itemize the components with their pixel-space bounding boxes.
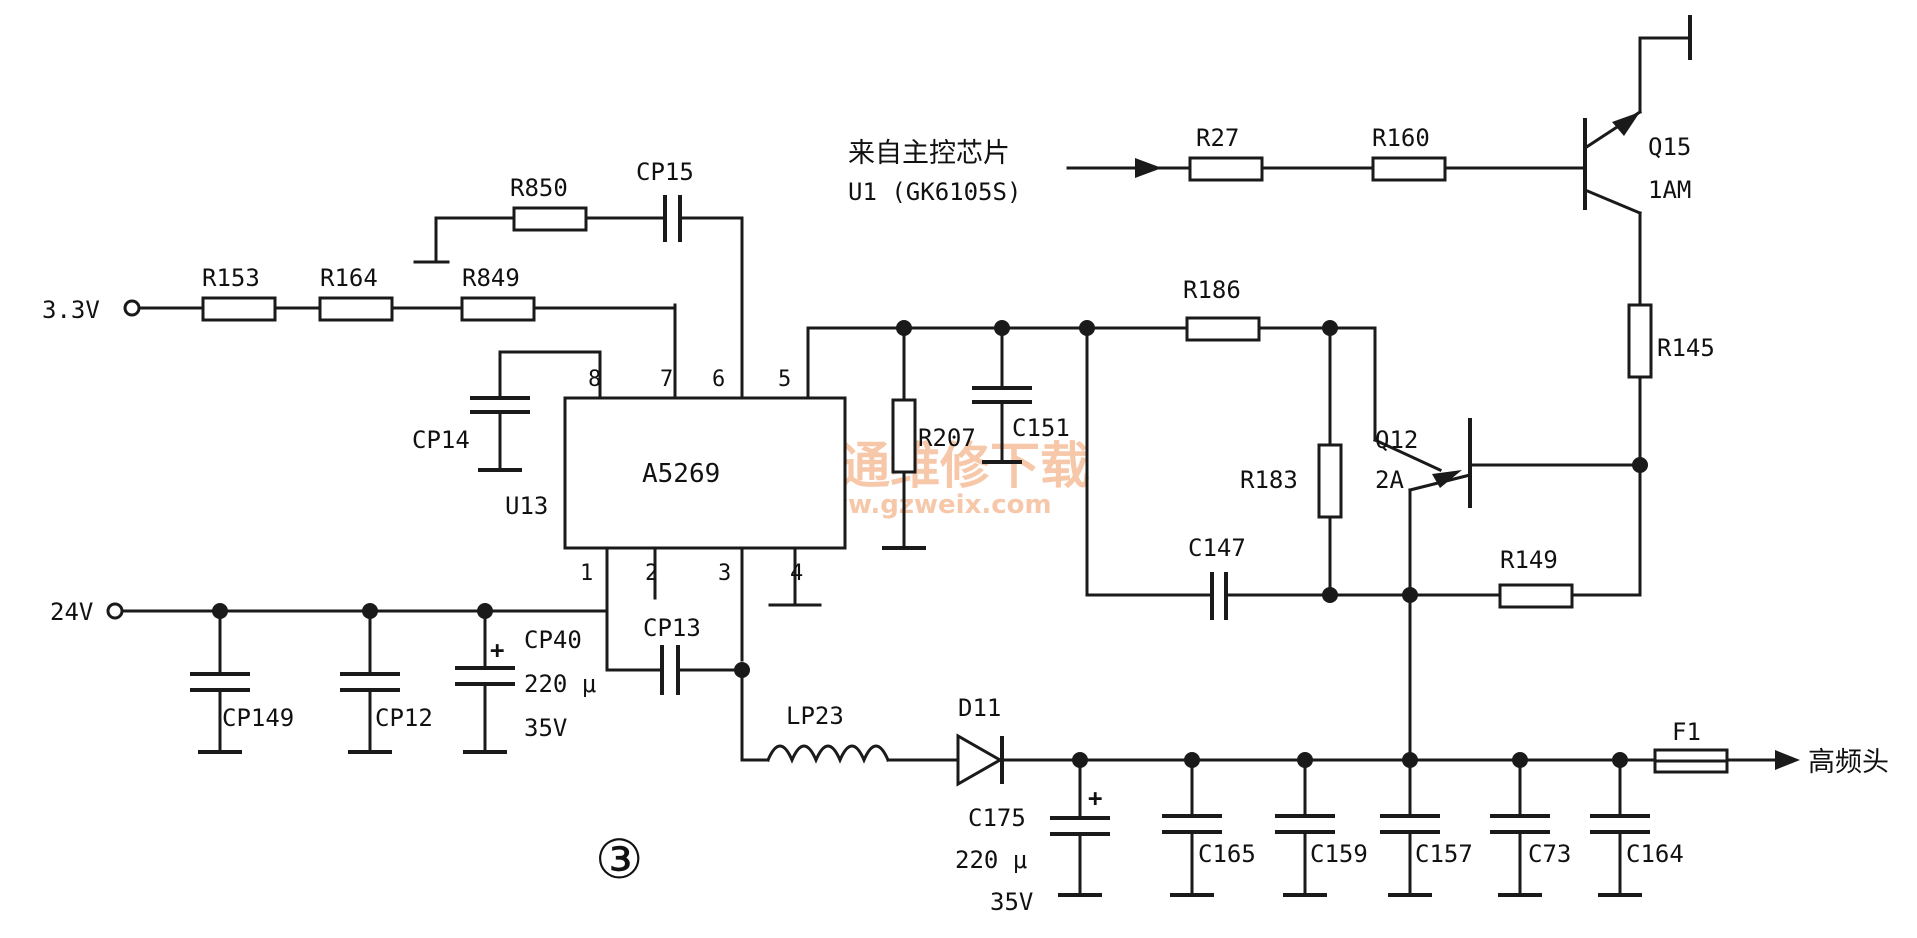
c159-label: C159 — [1310, 840, 1368, 868]
v33-terminal — [123, 299, 141, 317]
resistor-r186 — [1185, 316, 1261, 342]
v33-label: 3.3V — [42, 296, 100, 324]
pin-8-label: 8 — [588, 367, 601, 392]
cp15-label: CP15 — [636, 158, 694, 186]
r145-label: R145 — [1657, 334, 1715, 362]
c175-plus: + — [1088, 784, 1102, 812]
cp40-value: 220 μ — [524, 670, 596, 698]
r153-label: R153 — [202, 264, 260, 292]
ic-ref-label: U13 — [505, 492, 548, 520]
source-text: 来自主控芯片 — [848, 138, 1010, 169]
r207-label: R207 — [918, 424, 976, 452]
q15-arrow — [1612, 112, 1640, 136]
c175-label: C175 — [968, 804, 1026, 832]
r849-label: R849 — [462, 264, 520, 292]
v24-label: 24V — [50, 598, 93, 626]
resistor-r153 — [201, 296, 277, 322]
cp13-label: CP13 — [643, 614, 701, 642]
pin-3-label: 3 — [718, 561, 731, 586]
q12-rating: 2A — [1375, 466, 1404, 494]
r149-label: R149 — [1500, 546, 1558, 574]
c157-label: C157 — [1415, 840, 1473, 868]
pin-6-label: 6 — [712, 367, 725, 392]
r27-label: R27 — [1196, 124, 1239, 152]
lp23-label: LP23 — [786, 702, 844, 730]
q12-arrow — [1432, 470, 1462, 488]
output-arrow — [1775, 750, 1800, 770]
q15-rating: 1AM — [1648, 176, 1691, 204]
output-label: 高频头 — [1808, 747, 1889, 778]
source-arrow — [1135, 158, 1162, 178]
r186-label: R186 — [1183, 276, 1241, 304]
c151-label: C151 — [1012, 414, 1070, 442]
resistor-r164 — [318, 296, 394, 322]
c164-label: C164 — [1626, 840, 1684, 868]
cp12-label: CP12 — [375, 704, 433, 732]
c175-value: 220 μ — [955, 846, 1027, 874]
ic-a5269-body — [563, 396, 847, 550]
ic-part-label: A5269 — [642, 459, 720, 489]
cp14-label: CP14 — [412, 426, 470, 454]
v24-terminal — [106, 602, 124, 620]
resistor-r207 — [891, 398, 917, 474]
r183-label: R183 — [1240, 466, 1298, 494]
r850-label: R850 — [510, 174, 568, 202]
resistor-r160 — [1371, 156, 1447, 182]
pin-5-label: 5 — [778, 367, 791, 392]
junction — [1322, 587, 1338, 603]
inductor-lp23 — [766, 744, 890, 764]
resistor-r145 — [1627, 303, 1653, 379]
source-chip: U1 (GK6105S) — [848, 178, 1021, 206]
f1-label: F1 — [1672, 718, 1701, 746]
cp40-label: CP40 — [524, 626, 582, 654]
cp40-voltage: 35V — [524, 714, 567, 742]
resistor-r27 — [1188, 156, 1264, 182]
r164-label: R164 — [320, 264, 378, 292]
pin-7-label: 7 — [660, 367, 673, 392]
q15-label: Q15 — [1648, 133, 1691, 161]
figure-number: ③ — [595, 828, 643, 891]
c73-label: C73 — [1528, 840, 1571, 868]
c147-label: C147 — [1188, 534, 1246, 562]
c165-label: C165 — [1198, 840, 1256, 868]
q12-label: Q12 — [1375, 426, 1418, 454]
resistor-r850 — [512, 206, 588, 232]
r160-label: R160 — [1372, 124, 1430, 152]
cp149-label: CP149 — [222, 704, 294, 732]
c175-voltage: 35V — [990, 888, 1033, 916]
d11-label: D11 — [958, 694, 1001, 722]
diode-d11 — [956, 733, 1004, 787]
pin-4-label: 4 — [790, 561, 803, 586]
cp40-plus: + — [490, 636, 504, 664]
pin-2-label: 2 — [645, 561, 658, 586]
resistor-r183 — [1317, 443, 1343, 519]
resistor-r149 — [1498, 583, 1574, 609]
resistor-r849 — [460, 296, 536, 322]
pin-1-label: 1 — [580, 561, 593, 586]
